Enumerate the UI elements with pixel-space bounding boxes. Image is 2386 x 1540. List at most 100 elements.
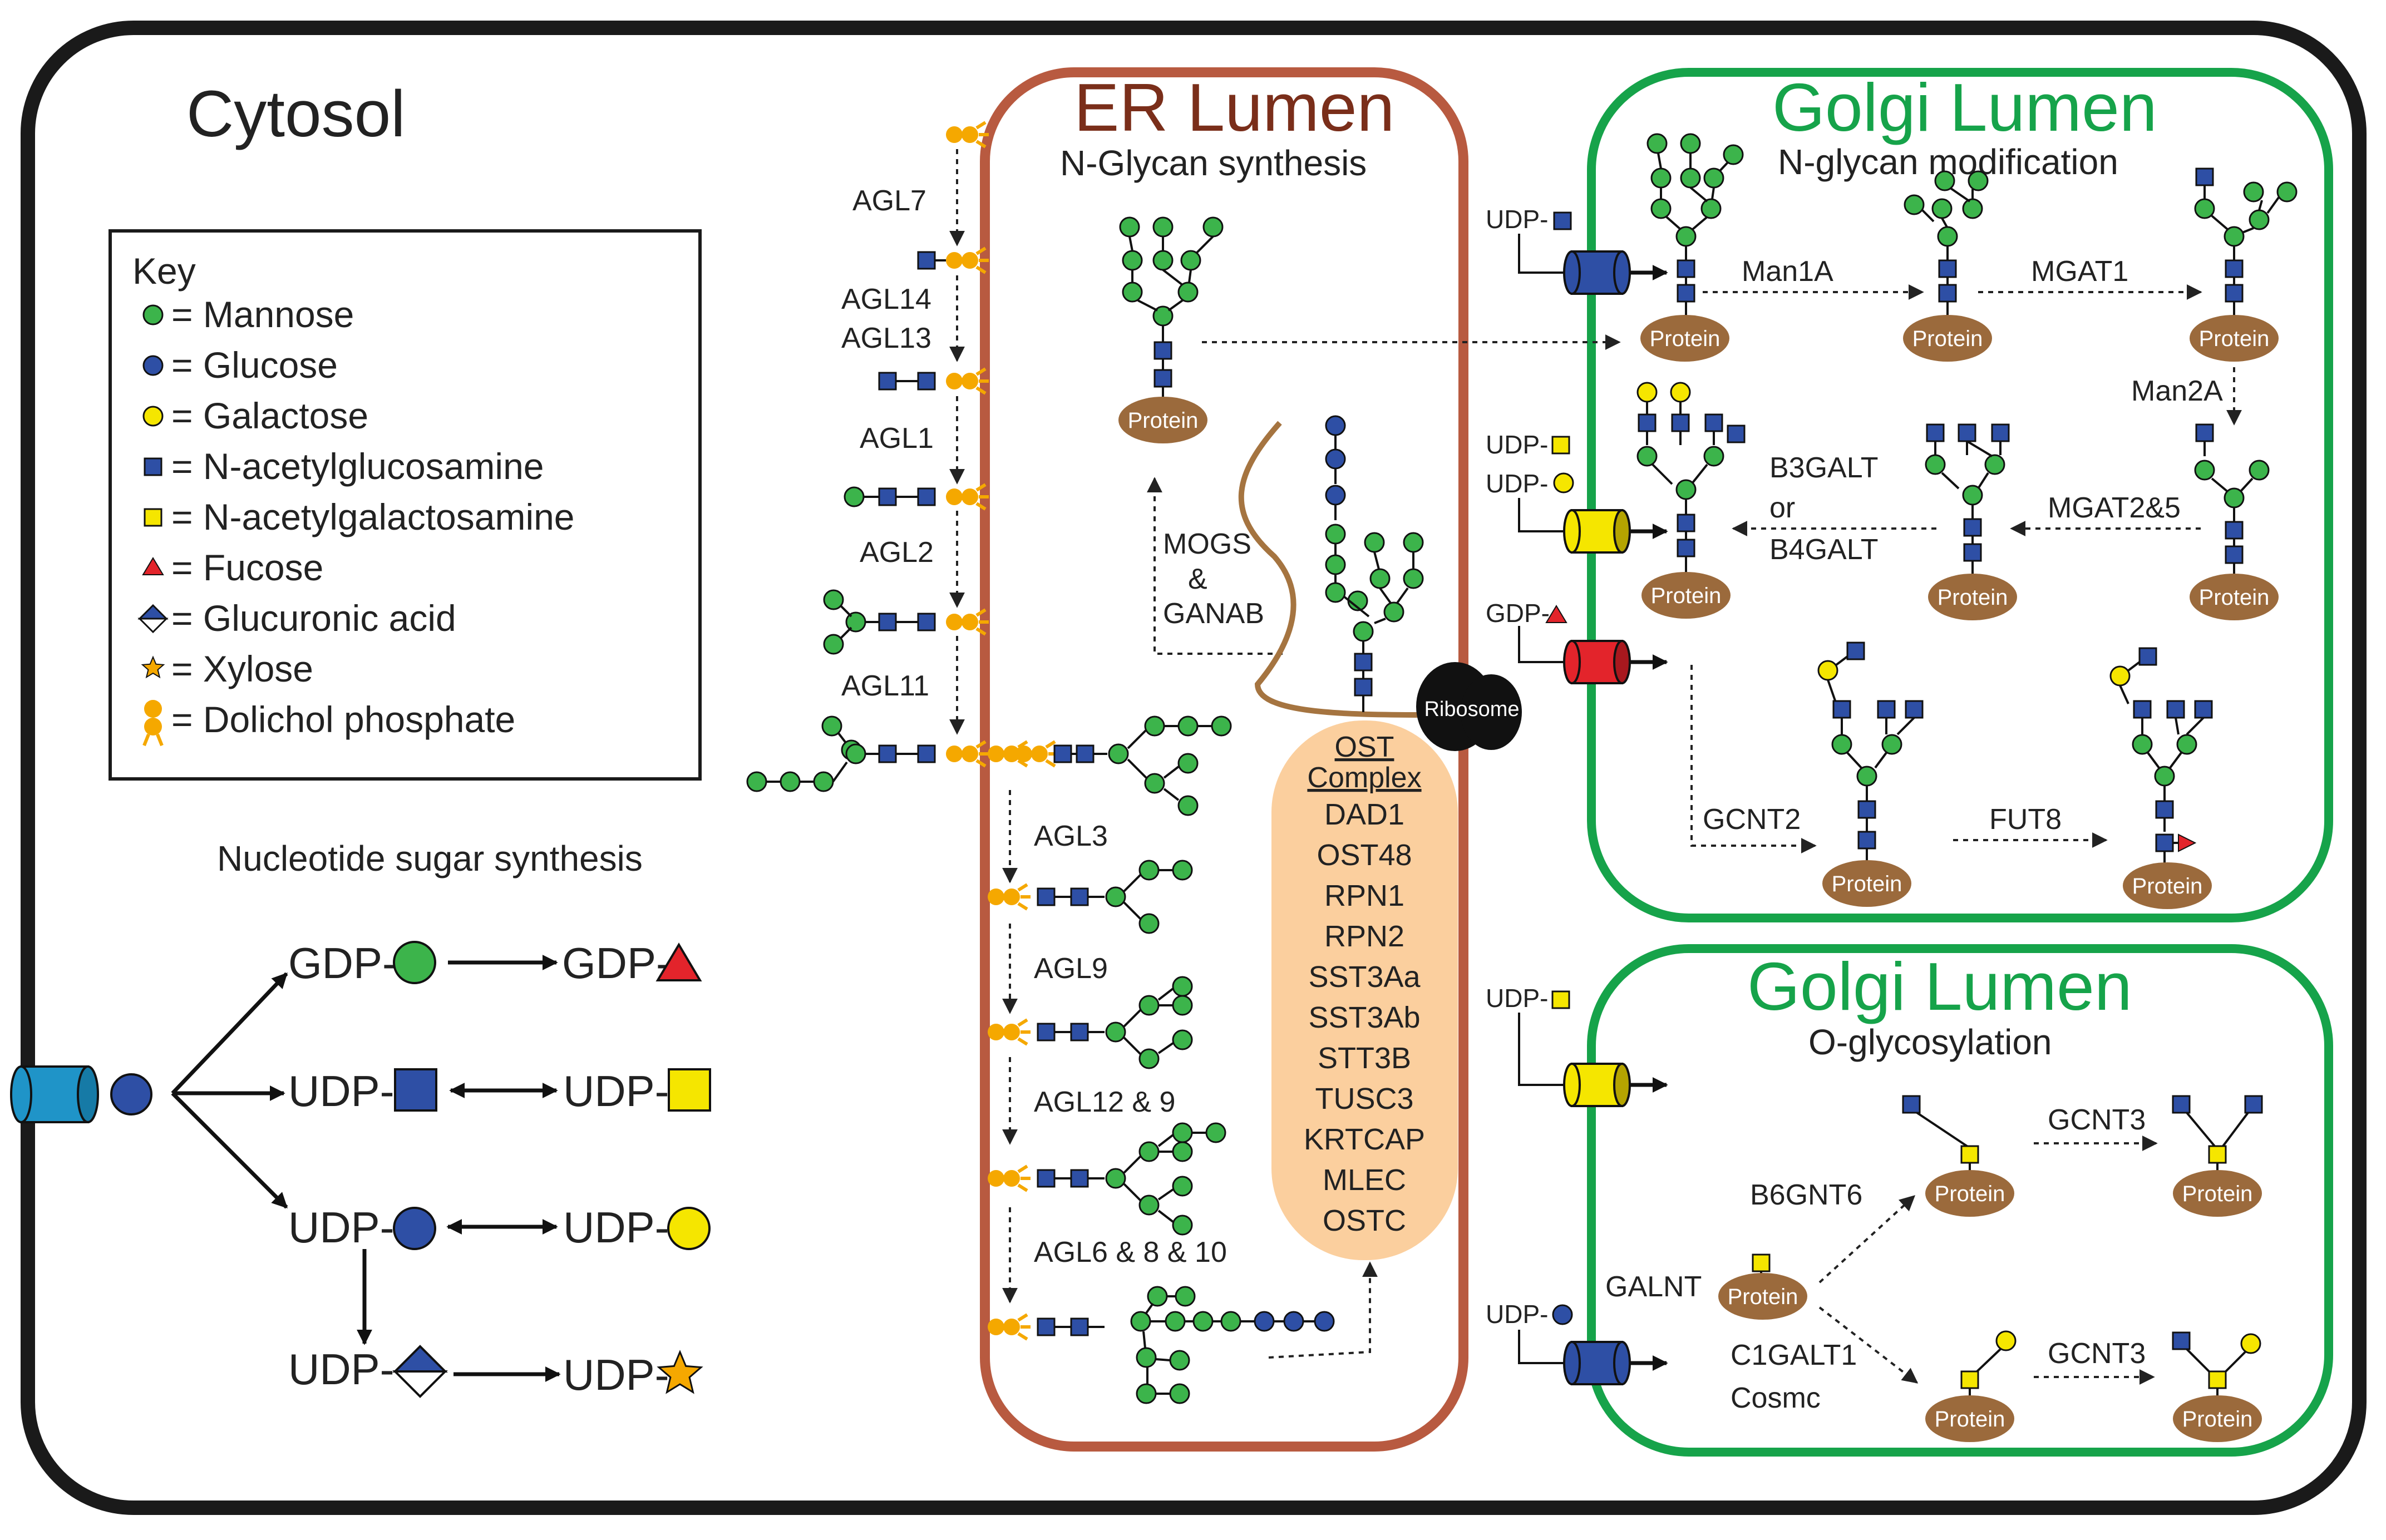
mannose-icon [1138,995,1160,1016]
glycosidic-bond [1916,1112,1970,1148]
glycosidic-bond [1379,587,1392,605]
glucose-icon [393,1207,436,1250]
mannose-icon [1105,1168,1126,1189]
galactose-icon [142,406,164,427]
glycosidic-bond [1374,618,1386,624]
mannose-icon [1202,216,1224,238]
protein-label: Protein [1938,585,2008,610]
mannose-icon [2154,766,2175,787]
dolichol-icon [962,373,978,389]
xylose-icon [657,1350,703,1394]
ribosome-small [1461,674,1522,750]
b4galt-label: B4GALT [1769,534,1879,566]
glycosidic-bond [1373,551,1380,570]
galnac-icon [144,508,162,527]
dolichol-tail [1017,883,1031,911]
glcnac-icon [917,372,936,391]
ost-body [1271,720,1458,1260]
glycosidic-bond [1949,187,1971,203]
protein-label: Protein [1912,327,1983,351]
udp-galnac-transporter [1563,1063,1631,1107]
glcnac-icon [878,744,897,763]
glycosidic-bond [1827,679,1837,704]
c1galt1-label: C1GALT1 [1731,1339,1857,1371]
mannose-icon [1138,1141,1160,1162]
glcnac-icon [878,613,897,631]
glycosidic-bond [1921,209,1935,223]
agl1-label: AGL1 [860,422,934,455]
protein-label: Protein [1935,1407,2005,1432]
dolichol-icon [962,252,978,269]
mannose-icon [1680,133,1701,154]
protein-ellipse [2190,315,2279,362]
protein: Protein [1928,574,2017,620]
glycosidic-bond [1167,299,1184,312]
glcnac-icon [1963,543,1982,562]
glcnac-icon [2138,647,2157,666]
glycosidic-bond [1657,152,1662,169]
glycosidic-bond [1123,1009,1142,1028]
glcnac-icon [144,457,162,476]
glycosidic-bond [1127,758,1147,779]
or-label: or [1769,492,1795,524]
glcnac-icon [2172,1095,2191,1114]
mannose-icon [2194,460,2215,481]
dolichol-icon [962,126,978,143]
mannose-icon [1325,554,1346,575]
glycosidic-bond [1976,1348,2002,1373]
agl7-label: AGL7 [852,185,926,217]
donor-path [1518,234,1566,274]
fut8-label: FUT8 [1989,803,2062,836]
mannose-icon [823,634,844,655]
key-item-label: = Galactose [171,395,368,436]
glycosidic-bond [1195,235,1214,254]
udp-donor-label: UDP- [1486,984,1548,1013]
glycosidic-bond [1137,299,1158,312]
galnac-icon [2208,1145,2227,1164]
b6gnt6-label: B6GNT6 [1750,1179,1862,1211]
cytosol-label: Cytosol [186,77,405,151]
dolichol-icon [962,614,978,630]
protein-ellipse [1118,397,1207,443]
glcnac-icon [2172,1331,2191,1350]
ost-complex: OST Complex DAD1OST48RPN1RPN2SST3AaSST3A… [1271,720,1458,1260]
mannose-icon [1177,795,1199,816]
dolichol-tail [975,367,989,395]
protein-ellipse [2123,862,2212,909]
dolichol-tail [975,246,989,274]
mannose-icon [142,304,164,325]
mannose-icon [1144,715,1165,737]
dolichol-icon [1031,746,1048,762]
glcnac-icon [1857,831,1876,850]
protein: Protein [1640,315,1729,362]
glycosidic-bond [1157,1210,1174,1223]
mannose-icon [1138,1195,1160,1216]
mannose-icon [1937,226,1958,247]
glcnac-icon [2133,700,2152,719]
mannose-icon [1138,1048,1160,1069]
dolichol-icon [946,373,963,389]
dolichol-icon [988,1024,1004,1040]
gdp-label: GDP- [288,939,397,988]
glucose-icon [142,355,164,376]
mannose-icon [844,486,865,507]
glcnac-icon [878,487,897,506]
glycosidic-bond [1163,788,1180,801]
golgi2-title: Golgi Lumen [1747,949,2132,1024]
glycosidic-bond [1157,1134,1174,1147]
key-item-label: = N-acetylgalactosamine [171,496,575,537]
dolichol-icon [1003,1170,1020,1187]
protein: Protein [1118,397,1207,443]
udp-label: UDP- [288,1345,395,1394]
galactose-icon [1636,382,1658,403]
mannose-icon [1119,216,1140,238]
glcnac-icon [1991,423,2010,442]
mannose-icon [1984,454,2005,475]
gdp-fucose-transporter [1563,640,1631,684]
dolichol-icon [946,252,963,269]
mannose-icon [1152,250,1174,271]
mannose-icon [1962,485,1983,506]
glycosidic-bond [1157,1042,1174,1054]
